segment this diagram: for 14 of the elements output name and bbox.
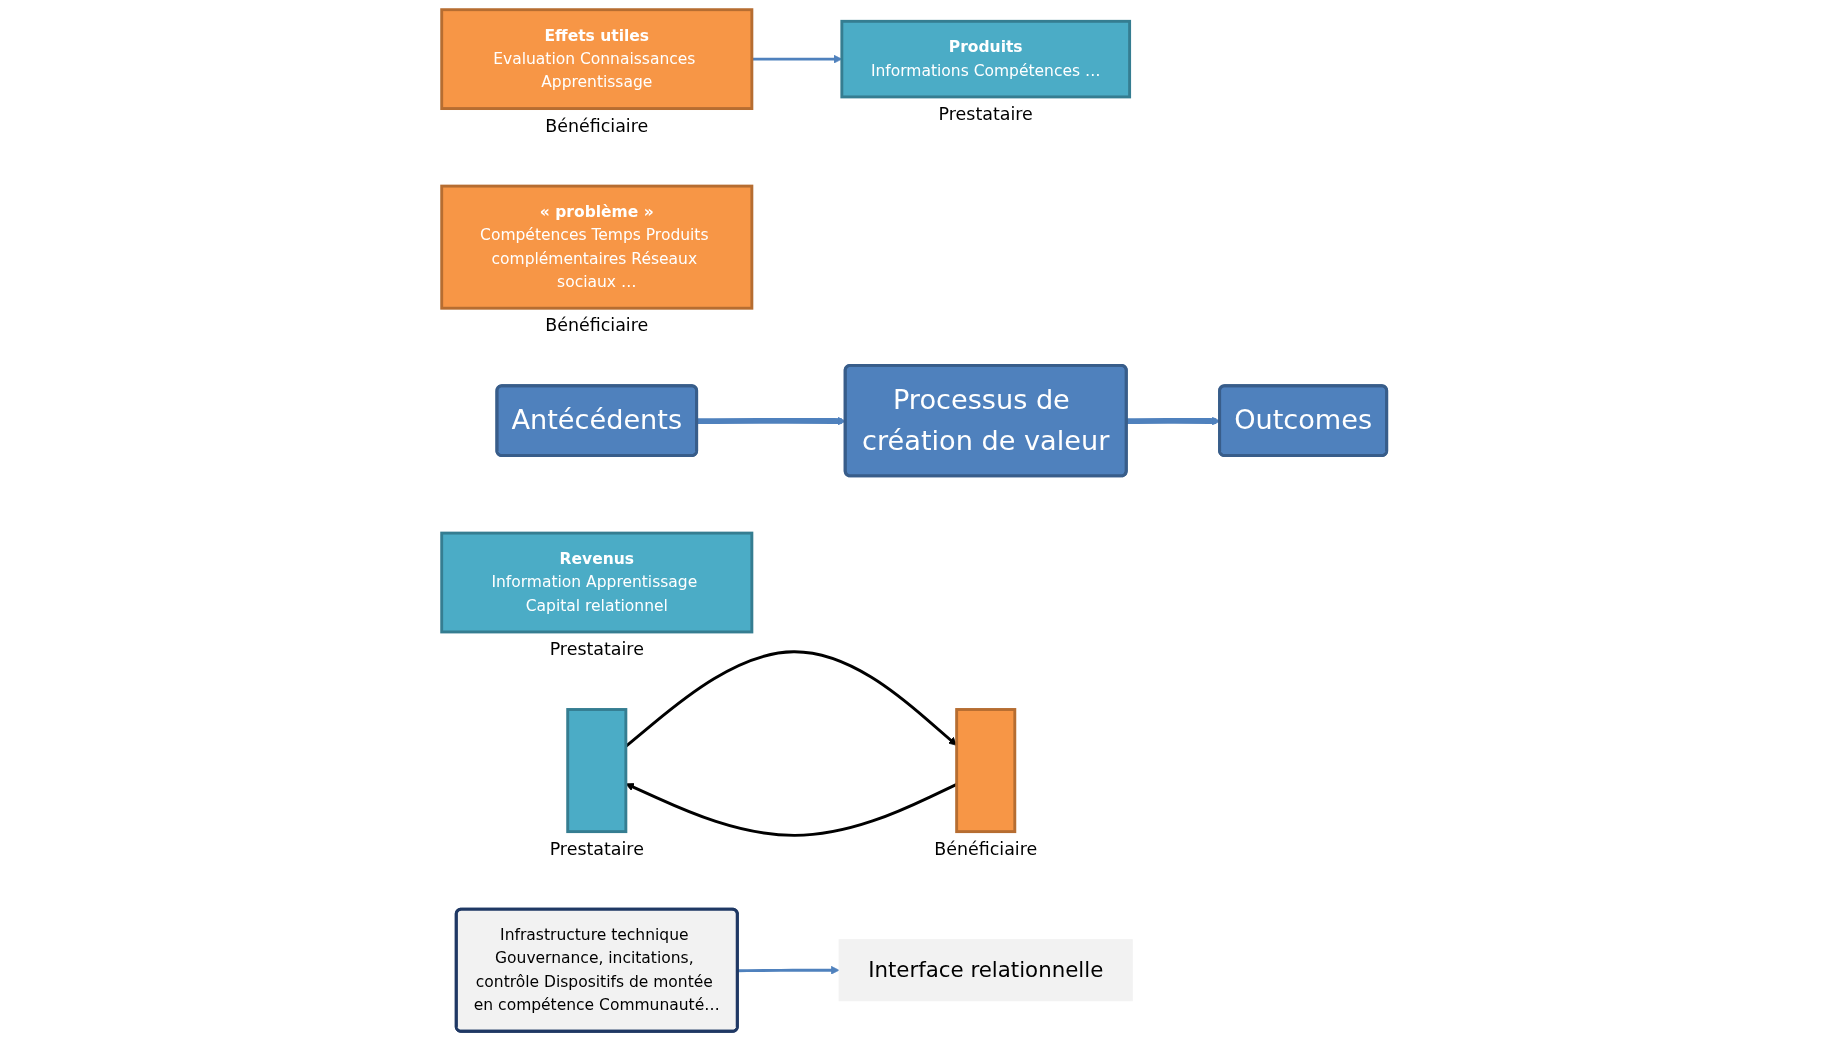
caption-text: Bénéficiaire	[545, 315, 649, 336]
arrow	[737, 965, 840, 975]
caption-text: Bénéficiaire	[545, 115, 649, 136]
caption-text: Prestataire	[549, 838, 644, 859]
caption-text: Prestataire	[938, 104, 1033, 125]
node-box	[566, 708, 628, 834]
node-box: Produits Informations Compétences …	[840, 19, 1131, 99]
caption-text: Bénéficiaire	[934, 838, 1037, 859]
node-box: Interface relationnelle	[838, 939, 1133, 1002]
node-box: Effets utiles Evaluation Connaissances Apprentissage	[440, 8, 754, 110]
node-box: « problème » Compétences Temps Produits complémentaires Réseaux sociaux …	[440, 184, 754, 310]
node-box	[955, 708, 1017, 834]
node-box: Revenus Information Apprentissage Capital relationnel	[440, 531, 754, 634]
caption-text: Prestataire	[549, 639, 644, 660]
